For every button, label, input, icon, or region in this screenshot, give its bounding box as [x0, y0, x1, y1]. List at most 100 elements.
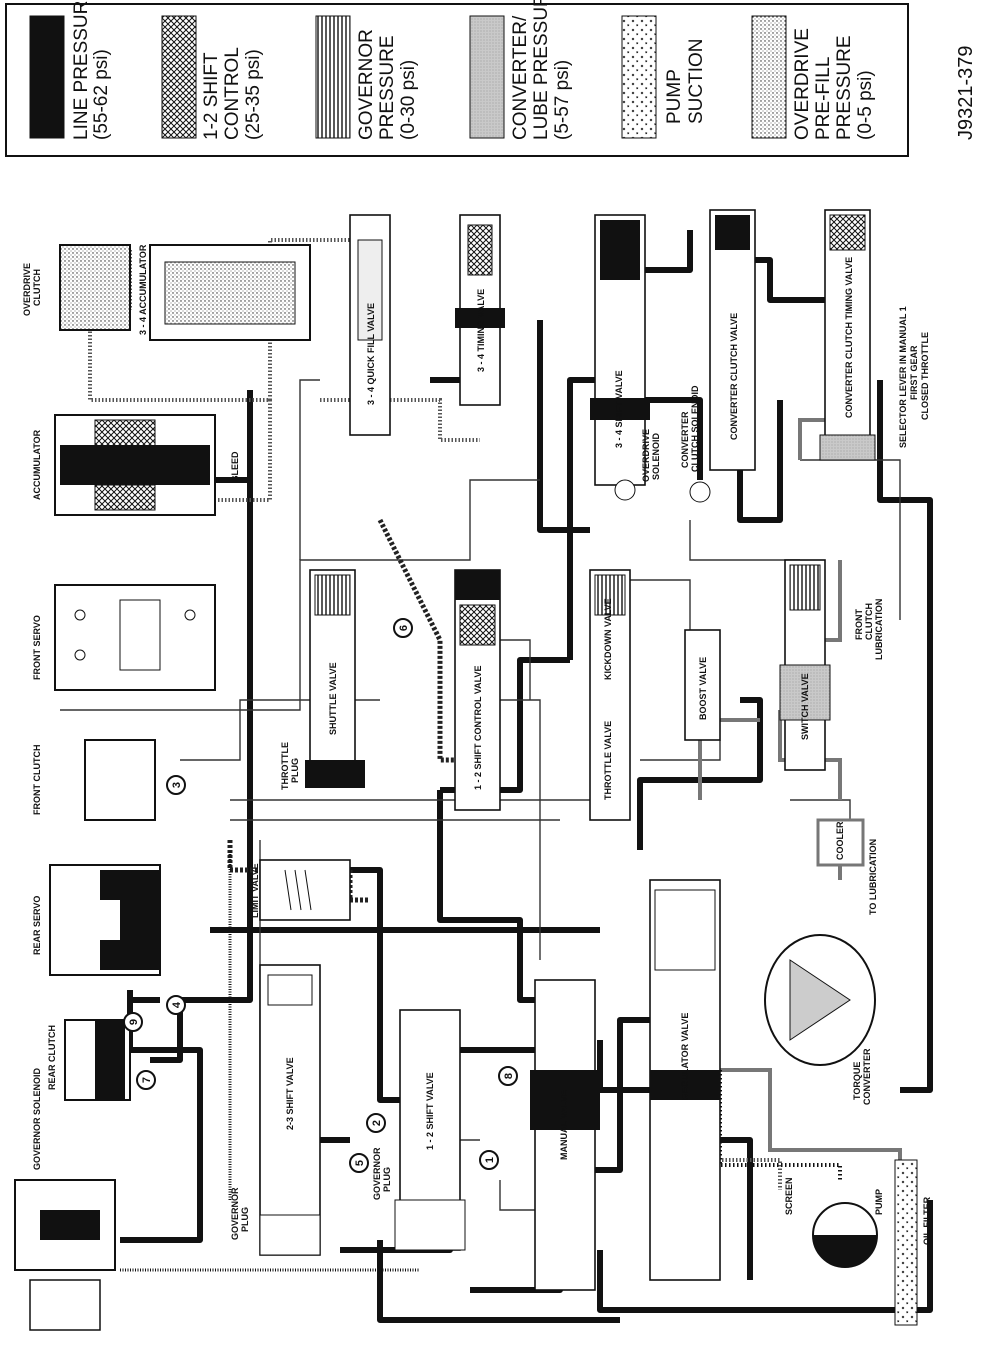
valve-regulator: [649, 879, 721, 1281]
label-governor-solenoid: GOVERNOR SOLENOID: [32, 1067, 42, 1170]
label-quick-fill: 3 - 4 QUICK FILL VALVE: [366, 303, 376, 405]
check-ball-6: 6: [393, 618, 413, 638]
valve-shuttle: [305, 569, 365, 788]
valve-switch: [779, 559, 831, 771]
check-ball-2: 2: [366, 1113, 386, 1133]
oil-filter-body: [894, 1159, 918, 1326]
legend-item-line: LINE PRESSURE (55-62 psi): [29, 0, 112, 140]
legend-item-governor: GOVERNOR PRESSURE (0-30 psi): [315, 15, 419, 140]
legend-swatch-crosses: [621, 15, 657, 139]
label-governor-plug-b-2: PLUG: [382, 1167, 392, 1192]
label-to-lubrication: TO LUBRICATION: [868, 839, 878, 915]
check-ball-7: 7: [136, 1070, 156, 1090]
check-balls: 1 2 3 4 5 6 7 8: [123, 618, 518, 1173]
svg-text:2: 2: [371, 1120, 383, 1126]
label-rear-clutch: REAR CLUTCH: [47, 1025, 57, 1090]
legend-text-converter-2: LUBE PRESSURE: [531, 0, 552, 140]
label-torque-converter-2: CONVERTER: [862, 1048, 872, 1105]
svg-text:7: 7: [141, 1077, 153, 1083]
legend-text-governor-3: (0-30 psi): [398, 60, 419, 140]
svg-text:1: 1: [484, 1157, 496, 1163]
front-servo-bolt-1: [74, 609, 86, 621]
label-front-clutch-lub-2: CLUTCH: [864, 603, 874, 640]
figure-id: J9321-379: [955, 45, 977, 140]
label-switch-valve: SWITCH VALVE: [800, 673, 810, 740]
label-throttle-plug-2: PLUG: [290, 758, 300, 783]
label-manual-valve: MANUAL VALVE: [559, 1090, 569, 1160]
label-overdrive-solenoid-1: OVERDRIVE: [641, 429, 651, 482]
governor-solenoid-base: [29, 1279, 101, 1331]
svg-text:5: 5: [354, 1160, 366, 1166]
converter-clutch-solenoid-icon: [689, 481, 711, 503]
label-pump: PUMP: [874, 1189, 884, 1215]
governor-solenoid: [14, 1179, 116, 1331]
legend-swatch-crosshatch: [161, 15, 197, 139]
legend-text-overdrive-1: OVERDRIVE: [792, 28, 813, 140]
legend-text-shift12-1: 1-2 SHIFT: [201, 52, 222, 140]
legend-item-shift12: 1-2 SHIFT CONTROL (25-35 psi): [161, 15, 264, 140]
label-overdrive-clutch-1: OVERDRIVE: [22, 263, 32, 316]
legend-text-governor-1: GOVERNOR: [356, 29, 377, 140]
legend-text-shift12-3: (25-35 psi): [243, 49, 264, 140]
label-boost-valve: BOOST VALVE: [698, 657, 708, 720]
label-screen: SCREEN: [784, 1177, 794, 1215]
legend-text-line-1: LINE PRESSURE: [71, 0, 92, 140]
check-ball-3: 3: [166, 775, 186, 795]
check-ball-9: 9: [123, 1012, 143, 1032]
component-labels: OVERDRIVE CLUTCH 3 - 4 ACCUMULATOR ACCUM…: [22, 244, 932, 1245]
label-shift23: 2-3 SHIFT VALVE: [285, 1057, 295, 1130]
label-selector-3: CLOSED THROTTLE: [920, 332, 930, 420]
legend-text-overdrive-4: (0-5 psi): [855, 70, 876, 140]
legend-item-overdrive: OVERDRIVE PRE-FILL PRESSURE (0-5 psi): [751, 15, 876, 140]
front-servo-piston: [119, 599, 161, 671]
accumulator-34: [149, 244, 311, 341]
valve-shift23: [259, 964, 321, 1256]
legend-item-converter: CONVERTER/ LUBE PRESSURE (5-57 psi): [469, 0, 573, 140]
label-timing34: 3 - 4 TIMING VALVE: [476, 289, 486, 372]
governor-passages: [120, 850, 420, 1272]
label-cc-solenoid-1: CONVERTER: [680, 411, 690, 468]
label-governor-plug-a-1: GOVERNOR: [230, 1187, 240, 1240]
label-selector-2: FIRST GEAR: [909, 345, 919, 400]
label-shuttle-valve: SHUTTLE VALVE: [328, 662, 338, 735]
accum34-chamber: [164, 261, 296, 325]
valve-shift12: [394, 1009, 466, 1251]
svg-text:3: 3: [171, 782, 183, 788]
label-accumulator: ACCUMULATOR: [32, 429, 42, 500]
label-front-clutch: FRONT CLUTCH: [32, 745, 42, 816]
rear-servo-piston: [100, 870, 160, 970]
pump: [812, 1159, 918, 1326]
check-ball-4: 4: [166, 995, 186, 1015]
rear-clutch-pressure: [95, 1020, 125, 1100]
label-kickdown: KICKDOWN VALVE: [603, 598, 613, 680]
torque-converter: [764, 934, 876, 1066]
label-oil-filter: OIL FILTER: [922, 1196, 932, 1245]
label-shift12: 1 - 2 SHIFT VALVE: [425, 1072, 435, 1150]
valve-converter-clutch: [689, 209, 756, 503]
legend-swatch-dots: [751, 15, 787, 139]
accumulator-piston: [60, 445, 210, 485]
legend-text-line-2: (55-62 psi): [91, 49, 112, 140]
legend-text-suction-1: PUMP: [664, 69, 685, 124]
legend-text-overdrive-2: PRE-FILL: [813, 57, 834, 140]
svg-text:8: 8: [503, 1073, 515, 1079]
legend-swatch-solid: [29, 15, 65, 139]
label-rear-servo: REAR SERVO: [32, 896, 42, 955]
valve-timing34: [455, 214, 505, 406]
label-overdrive-solenoid-2: SOLENOID: [651, 432, 661, 480]
legend: LINE PRESSURE (55-62 psi) 1-2 SHIFT CONT…: [5, 0, 909, 157]
label-cooler: COOLER: [835, 821, 845, 860]
label-shift34: 3 - 4 SHIFT VALVE: [614, 370, 624, 448]
label-cc-timing: CONVERTER CLUTCH TIMING VALVE: [844, 257, 854, 418]
label-torque-converter-1: TORQUE: [852, 1062, 862, 1100]
legend-text-converter-3: (5-57 psi): [552, 60, 573, 140]
overdrive-clutch-body: [59, 244, 131, 331]
rear-clutch: [64, 1019, 131, 1101]
front-servo: [54, 584, 216, 691]
label-front-clutch-lub-3: LUBRICATION: [874, 599, 884, 660]
legend-text-converter-1: CONVERTER/: [510, 15, 531, 140]
svg-text:6: 6: [398, 625, 410, 631]
legend-text-suction-2: SUCTION: [686, 39, 707, 125]
accumulator: [54, 414, 216, 516]
valve-cc-timing: [819, 209, 876, 461]
